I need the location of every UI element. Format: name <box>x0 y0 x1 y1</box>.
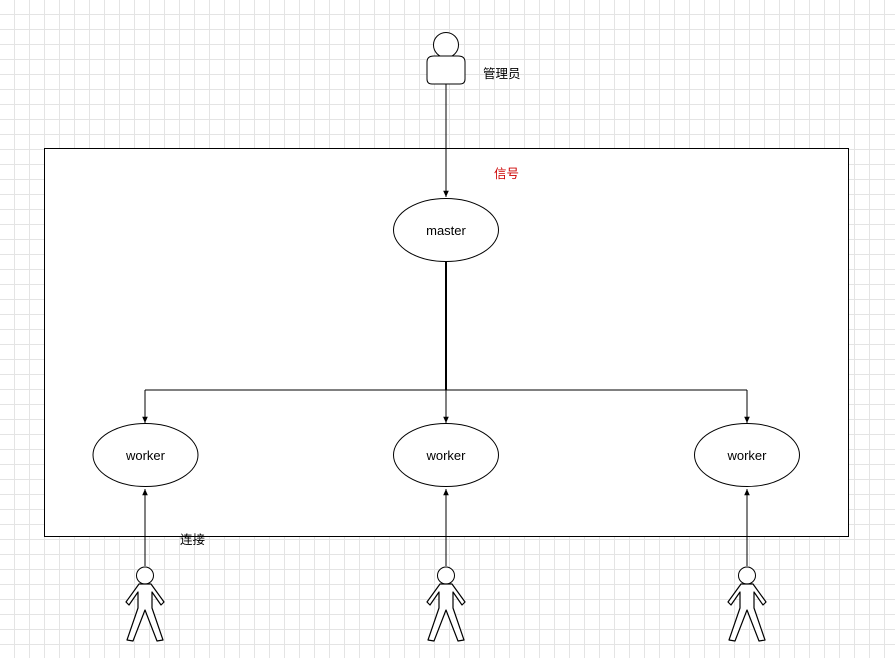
master-node[interactable]: master <box>393 198 499 262</box>
client-figure-1-icon[interactable] <box>125 566 165 642</box>
client-to-worker-edges[interactable] <box>142 489 750 566</box>
worker-label: worker <box>125 448 166 463</box>
connect-label: 连接 <box>180 532 206 547</box>
client-figure-3-icon[interactable] <box>727 566 767 642</box>
worker-node-1[interactable]: worker <box>92 423 199 487</box>
signal-label: 信号 <box>494 166 519 181</box>
master-to-workers-edges[interactable] <box>142 262 750 423</box>
worker-label: worker <box>425 448 466 463</box>
admin-user-icon[interactable] <box>426 32 466 85</box>
client-figure-2-icon[interactable] <box>426 566 466 642</box>
worker-node-3[interactable]: worker <box>694 423 800 487</box>
master-label: master <box>426 223 466 238</box>
worker-label: worker <box>726 448 767 463</box>
worker-node-2[interactable]: worker <box>393 423 499 487</box>
admin-label: 管理员 <box>483 66 521 81</box>
